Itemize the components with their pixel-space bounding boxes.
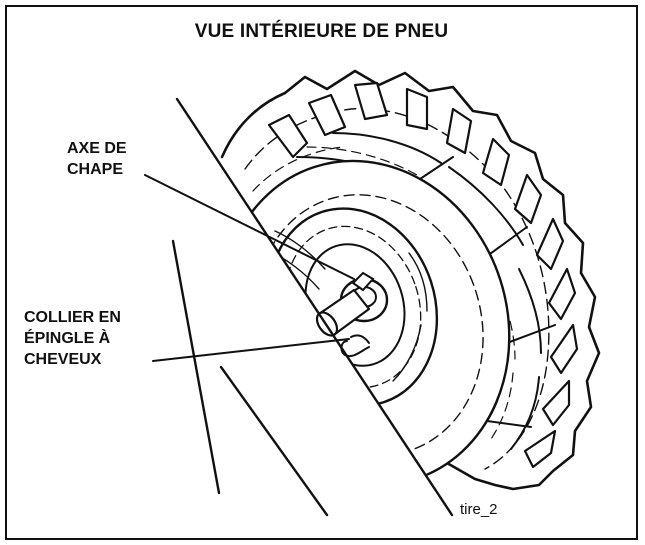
figure-frame: VUE INTÉRIEURE DE PNEU AXE DE CHAPE COLL… [5,5,638,540]
callout-hairpin-clip-line-2: ÉPINGLE À [24,330,111,347]
callout-clevis-pin-line-2: CHAPE [67,161,124,178]
leader-line-hairpin-clip [152,338,350,362]
clevis-pin [351,271,375,292]
leader-line-clevis-pin [144,174,355,280]
figure-reference: tire_2 [460,501,498,518]
figure-title: VUE INTÉRIEURE DE PNEU [194,21,449,42]
callout-hairpin-clip: COLLIER EN ÉPINGLE À CHEVEUX [24,307,121,370]
callout-clevis-pin-line-1: AXE DE [67,140,127,157]
rim-dashed [284,225,422,389]
ground-line-right [219,365,329,517]
tire [219,69,601,491]
callout-hairpin-clip-line-1: COLLIER EN [24,309,121,326]
callout-clevis-pin: AXE DE CHAPE [67,138,127,180]
cut-plane-line [175,97,454,517]
ground-line-left [171,239,221,495]
tread-lugs [267,81,579,469]
callout-hairpin-clip-line-3: CHEVEUX [24,351,102,368]
tire-illustration [144,69,601,517]
